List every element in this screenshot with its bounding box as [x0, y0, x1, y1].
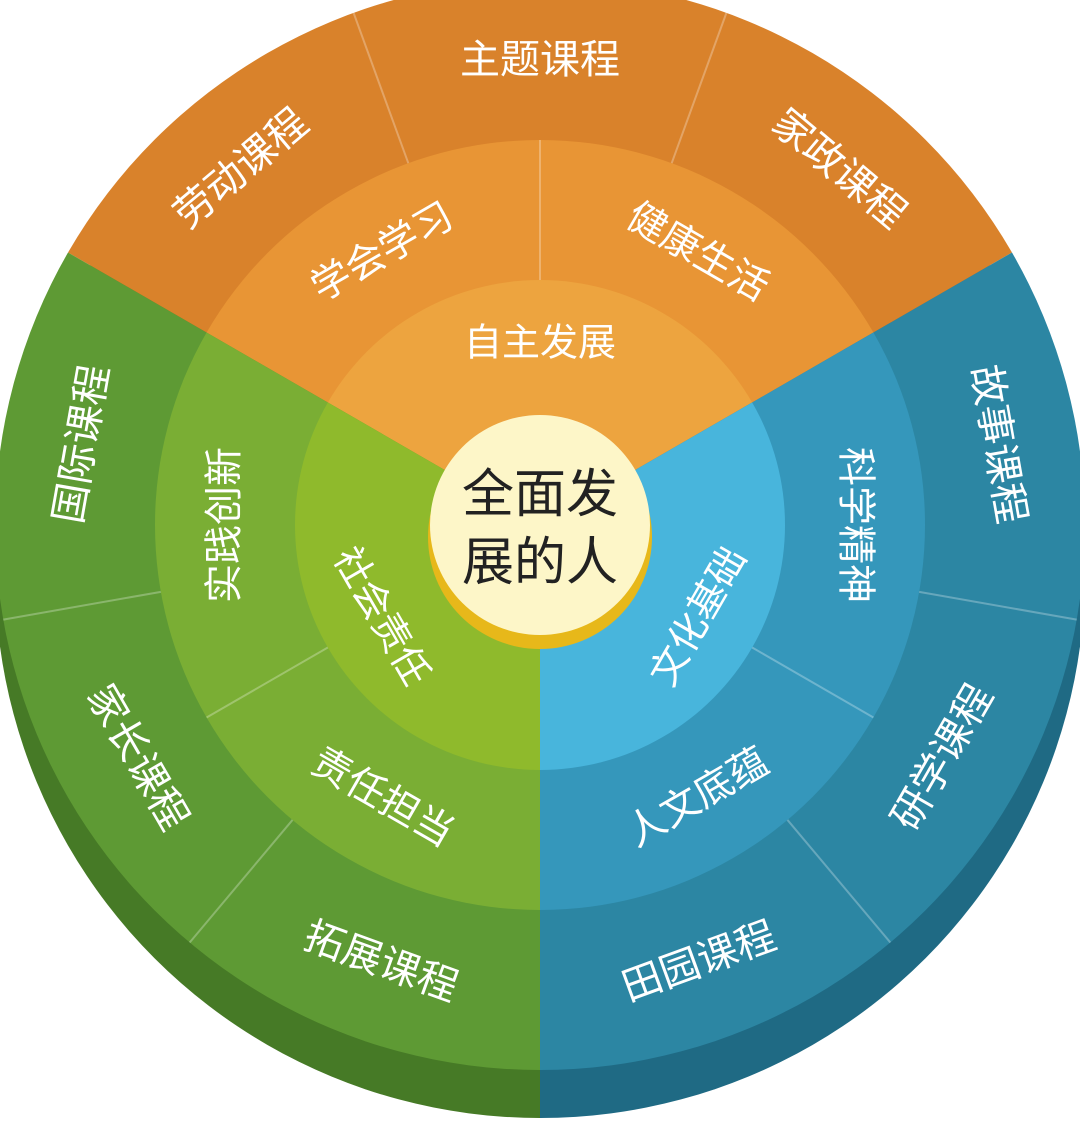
center-title-line-1: 全面发	[462, 465, 618, 525]
center-disc-face	[430, 415, 650, 635]
divider-line	[751, 646, 874, 719]
divider-line	[3, 590, 162, 621]
divider-lines	[3, 12, 1077, 944]
orange-inner-ring-segment	[327, 280, 753, 525]
blue-middle-label: 科学精神	[833, 447, 878, 603]
orange-outer-label: 主题课程	[460, 37, 620, 83]
divider-line	[188, 819, 294, 944]
divider-line	[352, 12, 410, 164]
divider-line	[786, 819, 892, 944]
center-title-line-2: 展的人	[462, 533, 618, 593]
green-middle-label: 实践创新	[203, 447, 248, 603]
orange-inner-label: 自主发展	[464, 321, 616, 365]
divider-line	[206, 646, 329, 719]
divider-line	[670, 12, 728, 164]
center-disc: 全面发 展的人	[428, 415, 652, 649]
divider-line	[918, 590, 1077, 621]
